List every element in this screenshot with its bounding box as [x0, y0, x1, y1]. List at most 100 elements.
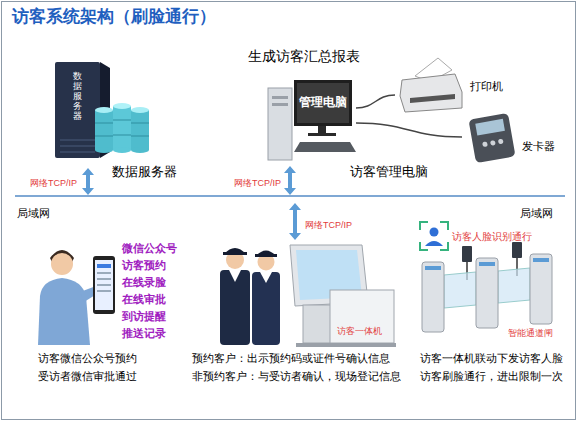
guard-figures-part [255, 254, 277, 257]
person-with-phone-part [97, 272, 111, 274]
computer-icon-part [294, 80, 352, 126]
server-icon-part [60, 152, 95, 153]
computer-node-text: 生成访客汇总报表 [248, 48, 360, 65]
database-cylinders-part [131, 110, 149, 150]
caption-text: 访客一体机联动下发访客人脸 [420, 352, 563, 365]
database-cylinders-part [113, 120, 131, 121]
computer-icon-part [294, 142, 356, 152]
callout-text: 智能通道闸 [508, 328, 553, 339]
card-reader-node: 发卡器 [462, 112, 572, 167]
face-scan-icon-part [430, 228, 439, 237]
person-with-phone-part [38, 278, 90, 345]
screen-text: 管理电脑 [299, 95, 347, 109]
person-with-phone [38, 250, 115, 345]
network-arrow [82, 168, 94, 195]
guard-figures-part [252, 272, 280, 345]
kiosk-illustration [290, 245, 396, 347]
database-cylinders-part [95, 136, 113, 137]
computer-icon-part [308, 133, 336, 136]
lan-bus: 局域网局域网 [15, 195, 565, 203]
edge-label: 网络TCP/IP [305, 220, 352, 231]
turnstile-gates-part [479, 262, 495, 266]
card-reader-icon-part [468, 113, 515, 163]
kiosk-illustration-part [296, 343, 396, 347]
database-cylinders-part [95, 107, 113, 113]
edge-label: 网络TCP/IP [30, 178, 77, 189]
database-cylinders-part [131, 147, 149, 153]
database-cylinders-part [95, 110, 113, 150]
kiosk-node-text: 访客一体机 [337, 326, 382, 337]
server-node-text: 数据服务器 [112, 164, 177, 180]
database-cylinders-part [113, 103, 131, 109]
network-arrow [289, 203, 301, 240]
caption-text: 访客微信公众号预约 [38, 352, 137, 365]
kiosk-illustration-part [330, 290, 394, 343]
card-reader-icon-part [482, 141, 488, 147]
turnstile-gates-part [444, 272, 476, 308]
face-scan-icon-part [420, 222, 428, 230]
computer-icon [268, 80, 356, 160]
turnstile-gates-part [530, 254, 552, 324]
callout-text: 访客人脸识别通行 [452, 231, 532, 243]
turnstile-gates-part [476, 258, 498, 328]
database-cylinders-part [131, 136, 149, 137]
database-cylinders-part [131, 123, 149, 124]
computer-icon-part [272, 96, 288, 99]
caption-text: 非预约客户：与受访者确认，现场登记信息 [192, 370, 401, 383]
network-arrow [284, 166, 296, 195]
guard-figures-part [229, 270, 241, 282]
turnstile-gates [422, 242, 552, 332]
computer-icon-part [297, 83, 349, 123]
kiosk-node: 访客一体机 [255, 240, 395, 340]
feature-item: 访客预约 [122, 259, 166, 272]
printer-icon-part [400, 74, 462, 112]
feature-item: 到访提醒 [122, 310, 166, 323]
guard-figures-part [260, 272, 272, 283]
person-with-phone-part [97, 284, 111, 286]
face-scan-icon-part [440, 222, 448, 230]
person-with-phone-part [51, 253, 73, 275]
computer-icon-part [318, 126, 326, 134]
person-with-phone-part [97, 278, 111, 280]
guard-figures [220, 248, 280, 345]
lan-bus-text: 局域网 [17, 207, 50, 220]
feature-item: 在线审批 [122, 293, 166, 306]
turnstile-gates-part [498, 268, 530, 303]
edge-label: 网络TCP/IP [234, 178, 281, 189]
person-with-phone-part [97, 264, 111, 268]
cable-line [356, 95, 395, 108]
computer-node-text: 访客管理电脑 [350, 164, 428, 180]
guard-figures-part [224, 248, 246, 254]
card-reader-icon-part [498, 139, 504, 145]
database-cylinders [95, 103, 149, 153]
card-reader-icon-part [490, 140, 496, 146]
guard-figures-part [220, 270, 250, 345]
card-reader-node-text: 发卡器 [522, 140, 555, 153]
face-scan-icon [420, 222, 448, 250]
database-cylinders-part [113, 147, 131, 153]
server-face-text: 数据服务器 [73, 72, 82, 121]
caption-text: 访客刷脸通行，进出限制一次 [420, 370, 563, 383]
guard-figures-part [223, 252, 247, 255]
turnstile-gates-part [512, 242, 522, 258]
database-cylinders-part [113, 135, 131, 136]
guard-figures-part [256, 251, 276, 257]
cable-line [356, 123, 462, 137]
database-cylinders-part [95, 147, 113, 153]
server-icon-part [60, 140, 95, 141]
diagram-title: 访客系统架构（刷脸通行） [12, 7, 216, 27]
caption-text: 预约客户：出示预约码或证件号确认信息 [192, 352, 390, 365]
caption-text: 受访者微信审批通过 [38, 370, 137, 383]
card-reader-icon-part [475, 119, 505, 136]
lan-bus-text: 局域网 [520, 207, 553, 220]
feature-item: 在线录脸 [122, 276, 166, 289]
printer-icon [400, 58, 462, 112]
printer-node: 打印机 [395, 55, 505, 113]
person-with-phone-part [97, 290, 111, 292]
database-cylinders-part [95, 123, 113, 124]
computer-icon-part [272, 103, 288, 106]
person-with-phone-part [93, 256, 115, 314]
person-with-phone-part [95, 260, 113, 310]
